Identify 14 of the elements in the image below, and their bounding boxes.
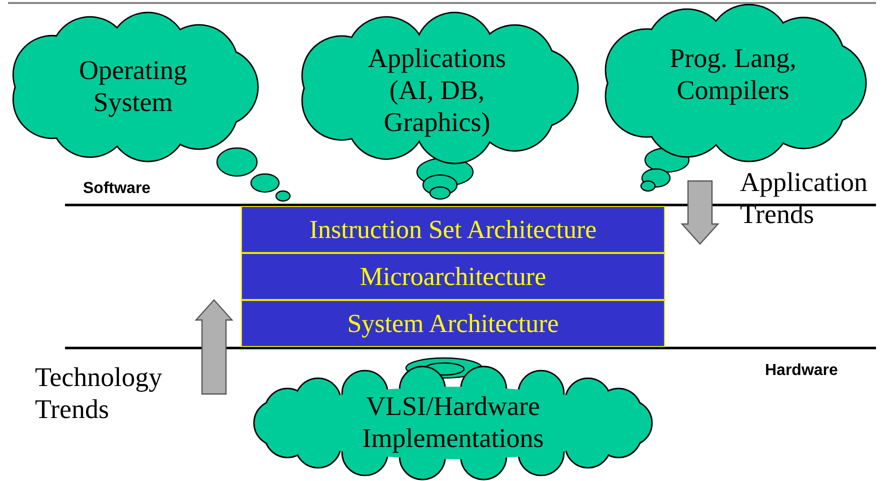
cloud-label: VLSI/Hardware Implementations (361, 390, 545, 454)
layer-label: Microarchitecture (360, 262, 546, 292)
cloud-label: Prog. Lang, Compilers (668, 42, 798, 106)
section-label: Hardware (765, 362, 838, 380)
cloud-label: Operating System (78, 54, 188, 118)
trend-label: Technology Trends (35, 361, 164, 425)
layer-box (241, 206, 665, 253)
layer-box (241, 253, 665, 300)
layer-box (241, 300, 665, 347)
cloud-label: Applications (AI, DB, Graphics) (367, 42, 507, 138)
layer-label: Instruction Set Architecture (309, 214, 597, 244)
layer-label: System Architecture (347, 308, 559, 338)
section-label: Software (83, 180, 151, 198)
trend-label: Application Trends (740, 166, 868, 230)
